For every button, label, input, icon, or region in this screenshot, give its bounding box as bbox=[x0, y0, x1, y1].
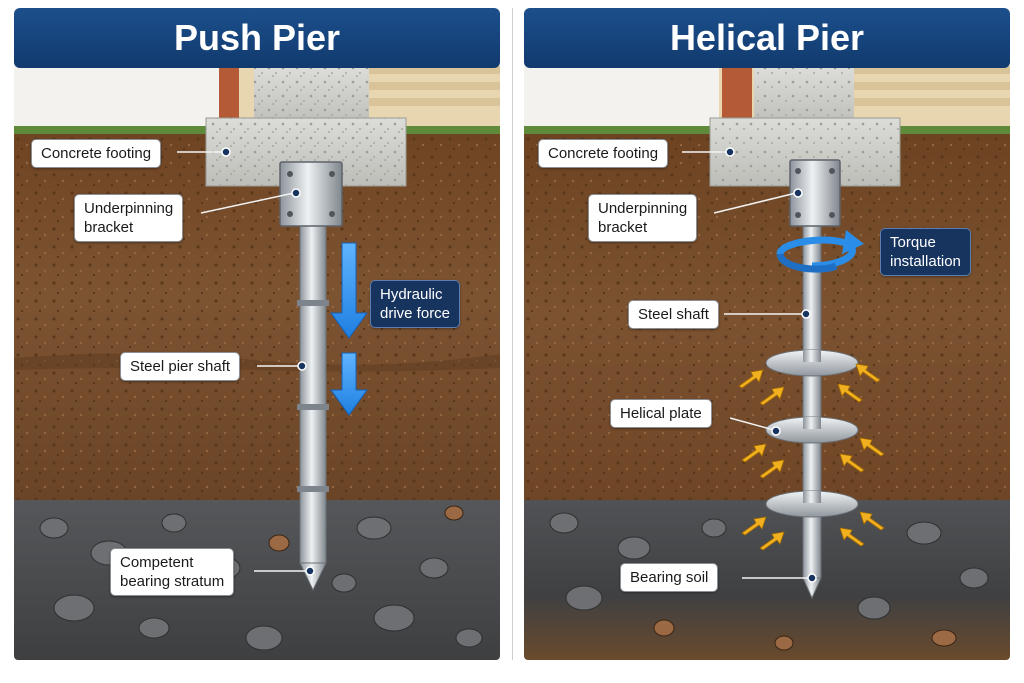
steel-shaft-text: Steel shaft bbox=[638, 306, 709, 323]
drive-text-line1: Hydraulic bbox=[380, 286, 443, 303]
down-arrow-icon bbox=[330, 242, 368, 416]
helical-plates bbox=[765, 349, 859, 518]
push-pier-title: Push Pier bbox=[14, 8, 500, 68]
stratum-text-line1: Competent bbox=[120, 554, 194, 571]
torque-text-line2: installation bbox=[890, 253, 961, 270]
underpinning-bracket-label: Underpinning bracket bbox=[74, 194, 184, 242]
push-pier-panel: Push Pier Concrete footing Underpinning … bbox=[14, 8, 500, 660]
rotation-arrow-icon bbox=[776, 230, 864, 273]
steel-shaft bbox=[802, 222, 822, 579]
steel-pier-shaft-label: Steel pier shaft bbox=[120, 352, 241, 381]
underpinning-bracket bbox=[279, 161, 343, 227]
helical-pier-title: Helical Pier bbox=[524, 8, 1010, 68]
bracket-text-line1: Underpinning bbox=[598, 200, 688, 217]
torque-installation-label: Torque installation bbox=[880, 228, 971, 276]
stratum-text-line2: bearing stratum bbox=[120, 573, 225, 590]
helical-plate-text: Helical plate bbox=[620, 405, 702, 422]
bracket-text-line2: bracket bbox=[84, 219, 134, 236]
steel-pier-shaft-text: Steel pier shaft bbox=[130, 358, 231, 375]
helical-pier-panel: Helical Pier Concrete footing Underpinni… bbox=[524, 8, 1010, 660]
concrete-footing-label: Concrete footing bbox=[538, 139, 669, 168]
bracket-text-line2: bracket bbox=[598, 219, 648, 236]
bracket-text-line1: Underpinning bbox=[84, 200, 174, 217]
competent-bearing-stratum-label: Competent bearing stratum bbox=[110, 548, 235, 596]
concrete-footing-text: Concrete footing bbox=[548, 145, 659, 162]
steel-pier-shaft bbox=[299, 222, 327, 564]
bearing-soil-label: Bearing soil bbox=[620, 563, 719, 592]
helical-pier-scene bbox=[524, 8, 1010, 660]
steel-shaft-label: Steel shaft bbox=[628, 300, 719, 329]
underpinning-bracket bbox=[789, 159, 841, 227]
underpinning-bracket-label: Underpinning bracket bbox=[588, 194, 698, 242]
concrete-footing-label: Concrete footing bbox=[31, 139, 162, 168]
drive-text-line2: drive force bbox=[380, 305, 451, 322]
hydraulic-drive-force-label: Hydraulic drive force bbox=[370, 280, 461, 328]
concrete-footing-text: Concrete footing bbox=[41, 145, 152, 162]
pressure-arrow-icon bbox=[738, 363, 885, 551]
bearing-soil-text: Bearing soil bbox=[630, 569, 709, 586]
push-pier-scene bbox=[14, 8, 500, 660]
helical-plate-label: Helical plate bbox=[610, 399, 712, 428]
torque-text-line1: Torque bbox=[890, 234, 936, 251]
panel-divider bbox=[512, 8, 513, 660]
